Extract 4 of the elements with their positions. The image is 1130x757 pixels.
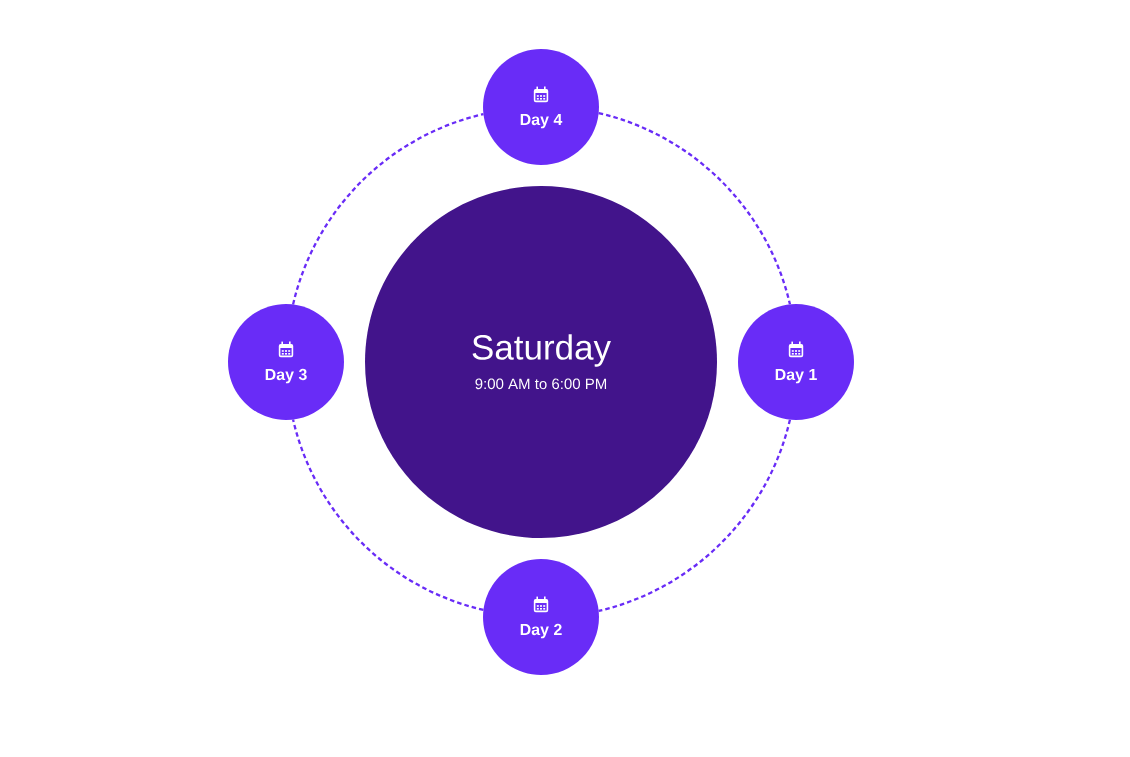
connector-arc xyxy=(598,111,792,305)
connector-arc xyxy=(598,419,792,613)
connector-arc xyxy=(291,419,484,612)
connector-arc xyxy=(291,112,484,305)
